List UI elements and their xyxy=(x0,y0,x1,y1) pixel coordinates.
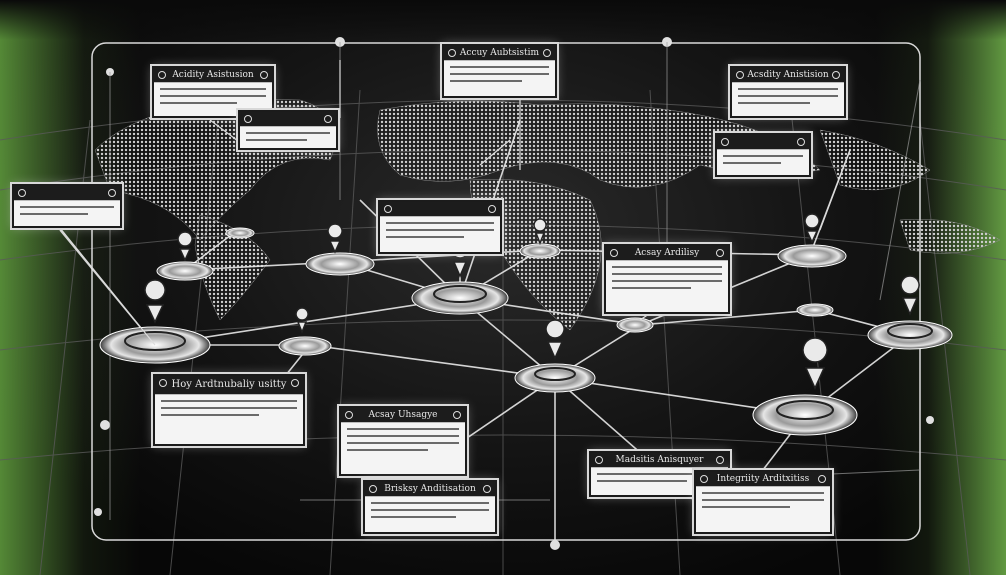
world-map xyxy=(94,99,1001,331)
panel-title: Madsitis Anіsquyer xyxy=(615,455,704,465)
info-panel: Brisksy Anditisation xyxy=(363,480,497,534)
hub-node xyxy=(519,243,561,259)
hub-node xyxy=(777,244,847,268)
info-panel: Aсsay Ardilisy xyxy=(604,244,730,314)
panel-title: Aсsay Ardilisy xyxy=(634,248,700,258)
info-panel xyxy=(238,110,338,150)
panel-title: Aсcuy Aubtsistim xyxy=(459,48,540,58)
info-panel xyxy=(12,184,122,228)
green-glow-left xyxy=(0,0,140,575)
hub-node xyxy=(278,336,332,356)
panel-title: Brisksy Anditisation xyxy=(384,484,476,494)
panel-title: Integriity Arditxitiss xyxy=(716,474,810,484)
hub-node xyxy=(225,227,255,239)
hub-node xyxy=(411,281,509,315)
top-shade xyxy=(0,0,1006,40)
info-panel: Aсіdity Asіstusion xyxy=(152,66,274,118)
info-panel: Hoy Ardtnubaliy usitty xyxy=(153,374,305,446)
info-panel: Aсcuy Aubtsistim xyxy=(442,44,557,98)
info-panel xyxy=(715,133,811,177)
panel-title: Acsay Uhsagye xyxy=(368,410,438,420)
frame-nodes xyxy=(94,37,934,550)
info-panel: Acsay Uhsagye xyxy=(339,406,467,476)
panel-title: Aсsdity Anіstision xyxy=(747,70,829,80)
frame-outline xyxy=(91,42,921,541)
hub-nodes xyxy=(99,227,953,436)
hub-node xyxy=(514,363,596,393)
panel-title: Hoy Ardtnubaliy usitty xyxy=(171,379,287,390)
info-panel: Aсsdity Anіstision xyxy=(730,66,846,118)
panel-title: Aсіdity Asіstusion xyxy=(172,70,254,80)
green-glow-right xyxy=(876,0,1006,575)
hub-node xyxy=(616,317,654,333)
hub-node xyxy=(867,320,953,350)
info-panel: Integriity Arditxitiss xyxy=(694,470,832,534)
hub-node xyxy=(305,252,375,276)
hub-node xyxy=(796,303,834,317)
hub-node xyxy=(752,394,858,436)
hub-node xyxy=(156,261,214,281)
info-panel xyxy=(378,200,502,254)
